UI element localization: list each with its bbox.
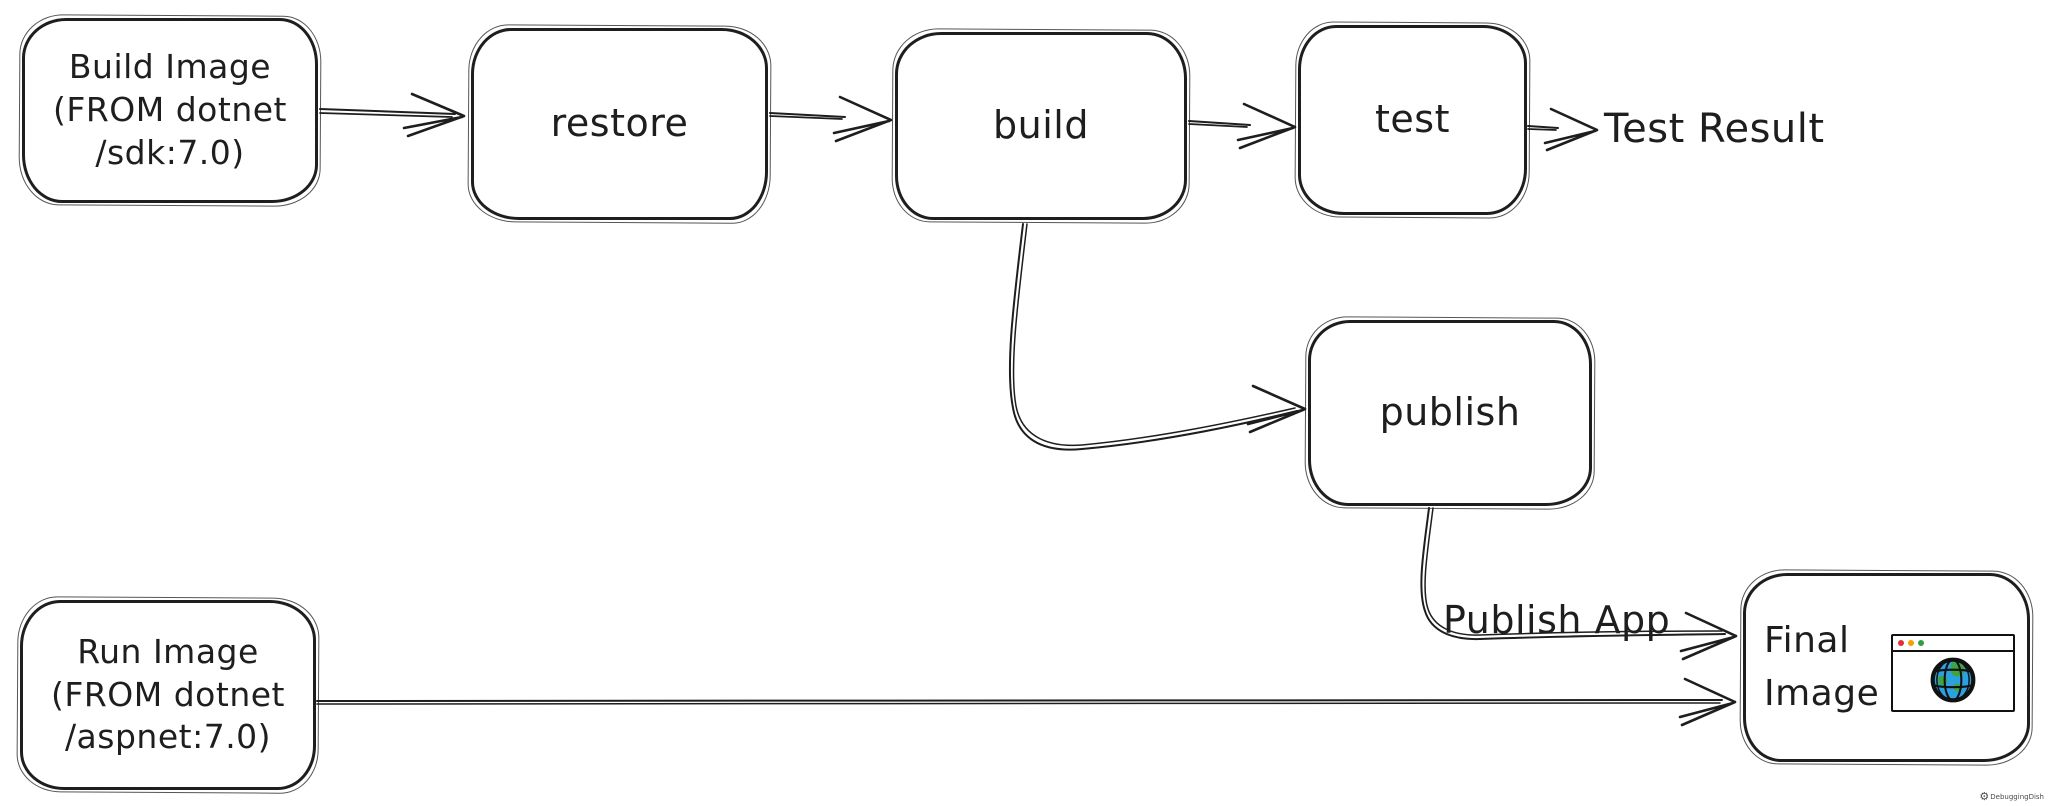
arrow-publish-to-final-image [1420,507,1738,661]
green-dot-icon [1918,640,1924,646]
final-image-node: Final Image [1743,573,2030,762]
build-image-label: Build Image (FROM dotnet /sdk:7.0) [53,47,287,172]
publish-node: publish [1308,320,1592,506]
globe-icon [1930,657,1976,703]
build-image-node: Build Image (FROM dotnet /sdk:7.0) [22,18,318,203]
arrow-test-to-test-result [1527,107,1599,152]
publish-label: publish [1379,390,1521,435]
publish-app-label: Publish App [1443,598,1671,642]
arrow-build-to-publish [1008,223,1307,451]
arrow-build-image-to-restore [319,92,466,138]
test-result-label: Test Result [1604,106,1825,152]
test-node: test [1298,25,1527,215]
final-image-label: Final Image [1764,620,1880,714]
red-dot-icon [1898,640,1904,646]
build-node: build [895,32,1187,220]
browser-titlebar [1893,636,2013,652]
restore-node: restore [471,28,768,220]
amber-dot-icon [1908,640,1914,646]
run-image-node: Run Image (FROM dotnet /aspnet:7.0) [20,600,316,790]
run-image-label: Run Image (FROM dotnet /aspnet:7.0) [51,631,285,757]
restore-label: restore [550,101,689,146]
watermark-logo: ⚙ DebuggingDish [1979,791,2044,802]
browser-window-icon [1891,634,2015,712]
browser-body [1893,652,2013,708]
arrow-build-to-test [1188,102,1297,150]
arrow-restore-to-build [769,95,893,143]
build-label: build [993,103,1089,148]
gear-icon: ⚙ [1979,790,1990,803]
test-label: test [1375,97,1450,142]
arrow-run-image-to-final-image [316,677,1737,727]
watermark-text: DebuggingDish [1990,792,2044,801]
